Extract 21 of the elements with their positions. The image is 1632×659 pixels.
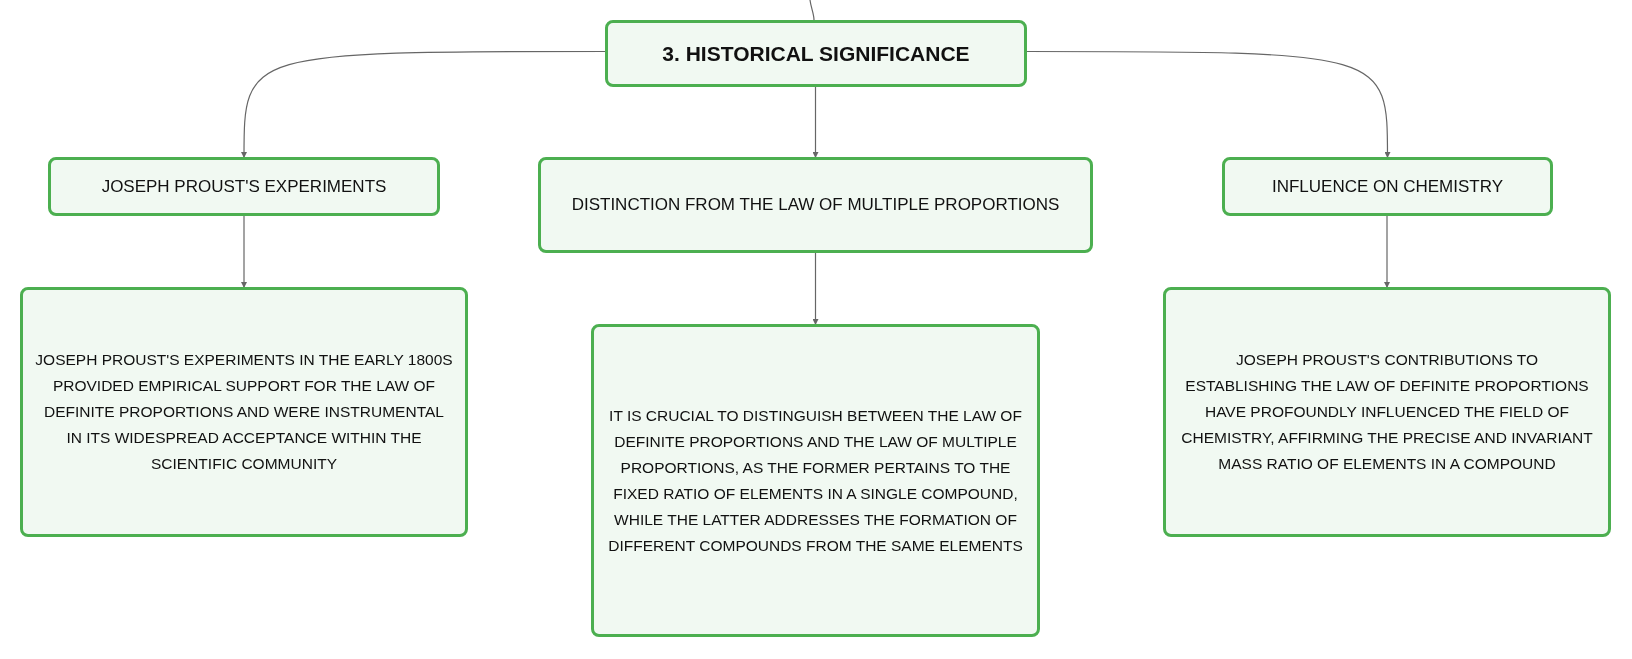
connector [241,50,606,158]
connector [241,215,247,288]
node-text: 3. HISTORICAL SIGNIFICANCE [661,40,971,67]
central-topic-box [605,20,1027,87]
node-text: JOSEPH PROUST'S CONTRIBUTIONS TO ESTABLISHING THE LAW OF DEFINITE PROPORTIONS HAVE PROFOUNDLY INFLUENCED THE FIELD OF CHEMISTRY, AFFIRMING THE PRECISE AND INVARIANT MASS RATIO OF ELEMENTS IN A COMPOUND [1180,350,1594,474]
connector [812,252,819,325]
node-text: JOSEPH PROUST'S EXPERIMENTS [100,175,388,198]
connector [1026,50,1391,158]
description-box [20,287,468,537]
node-text: JOSEPH PROUST'S EXPERIMENTS IN THE EARLY 1800S PROVIDED EMPIRICAL SUPPORT FOR THE LAW OF DEFINITE PROPORTIONS AND WERE INSTRUMENTAL IN ITS WIDESPREAD ACCEPTANCE WITHIN THE SCIENTIFIC COMMUNITY [34,350,454,474]
topic-box [538,157,1093,253]
description-box [1163,287,1611,537]
connector [1384,215,1390,288]
topic-box [48,157,440,216]
node-text: DISTINCTION FROM THE LAW OF MULTIPLE PROPORTIONS [570,194,1061,216]
node-text: INFLUENCE ON CHEMISTRY [1270,175,1505,198]
connector [812,86,819,158]
description-box [591,324,1040,637]
node-text: IT IS CRUCIAL TO DISTINGUISH BETWEEN THE LAW OF DEFINITE PROPORTIONS AND THE LAW OF MULTIPLE PROPORTIONS, AS THE FORMER PERTAINS TO THE FIXED RATIO OF ELEMENTS IN A SINGLE COMPOUND, WHILE THE LATTER ADDRESSES THE FORMATION OF DIFFERENT COMPOUNDS FROM THE SAME ELEMENTS [607,405,1024,556]
topic-box [1222,157,1553,216]
connector [809,0,815,21]
